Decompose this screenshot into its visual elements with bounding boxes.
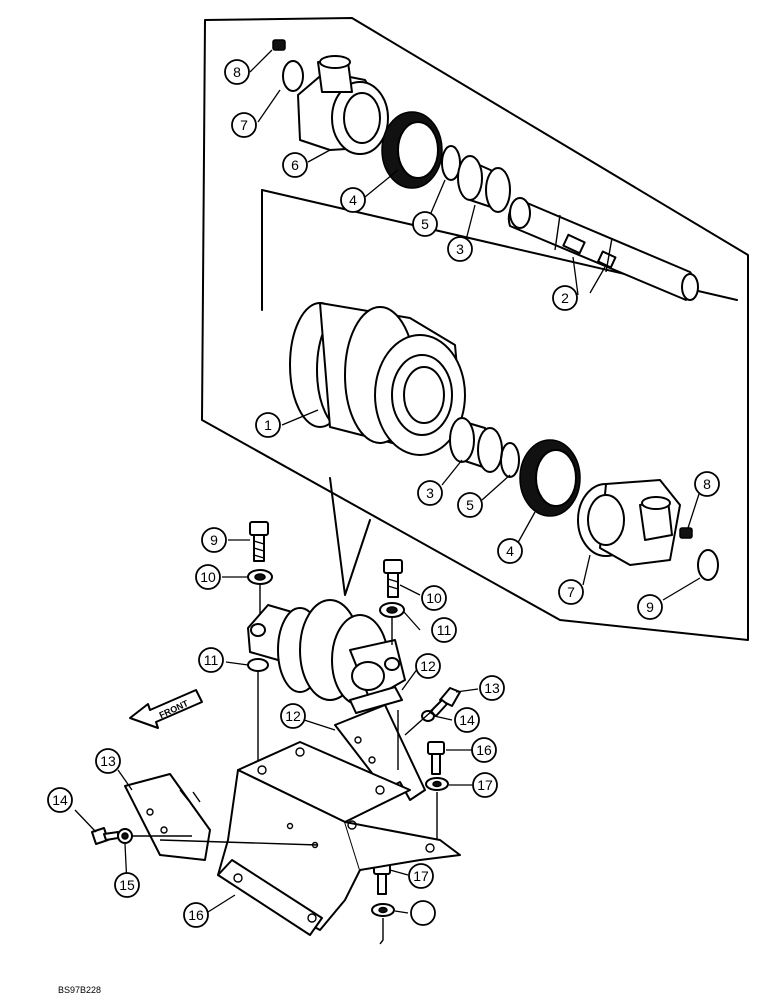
callout-3-upper: 3: [447, 236, 473, 262]
svg-text:5: 5: [421, 216, 429, 232]
callout-8-upper: 8: [224, 59, 250, 85]
svg-text:3: 3: [456, 241, 464, 257]
washer-14-left: [117, 828, 133, 844]
washer-right-10: [379, 602, 405, 618]
roller-exploded: [289, 302, 466, 456]
callout-11-left: 11: [198, 647, 224, 673]
svg-text:7: 7: [567, 584, 575, 600]
callout-14-left: 15: [114, 872, 140, 898]
svg-text:12: 12: [420, 658, 436, 674]
callout-10-left: 10: [195, 564, 221, 590]
mounting-bracket-15: [217, 741, 461, 936]
svg-text:3: 3: [426, 485, 434, 501]
bolt-16-upper: [427, 741, 445, 775]
svg-text:14: 14: [459, 712, 475, 728]
callout-4-upper: 4: [340, 187, 366, 213]
lower-snap-ring: [697, 549, 719, 581]
svg-text:10: 10: [200, 569, 216, 585]
svg-text:2: 2: [561, 290, 569, 306]
svg-text:9: 9: [210, 532, 218, 548]
washer-14-right: [421, 710, 435, 722]
lower-plug: [679, 527, 693, 539]
leader-lines: [74, 49, 701, 914]
washer-left-11: [247, 658, 269, 672]
guard-plate-12-left: [124, 773, 211, 861]
svg-text:4: 4: [506, 543, 514, 559]
svg-text:16: 16: [188, 907, 204, 923]
bolt-13-right: [429, 687, 461, 717]
callout-4-lower: 4: [497, 538, 523, 564]
callout-13-left: 14: [47, 787, 73, 813]
bolt-right-9: [383, 559, 403, 598]
washer-left-10: [247, 569, 273, 585]
lower-bushing: [449, 417, 503, 473]
front-direction-arrow: FRONT: [129, 689, 203, 729]
lower-seal: [519, 439, 581, 517]
assembly-lines: [132, 585, 438, 945]
upper-end-bracket: [297, 55, 389, 155]
svg-text:5: 5: [466, 497, 474, 513]
svg-text:8: 8: [703, 476, 711, 492]
callout-5-lower: 5: [457, 492, 483, 518]
washer-17-lower: [371, 903, 395, 917]
callout-7-upper: 6: [282, 152, 308, 178]
svg-text:11: 11: [437, 622, 452, 638]
svg-text:15: 15: [119, 877, 135, 893]
upper-bushing: [457, 155, 511, 213]
svg-text:16: 16: [476, 742, 492, 758]
upper-snap-ring: [282, 60, 304, 92]
callout-14-right: 14: [454, 707, 480, 733]
callout-13-right: 13: [479, 675, 505, 701]
callout-9-right: 10: [421, 585, 447, 611]
washer-17-upper: [425, 777, 449, 791]
callout-17-upper: 17: [472, 772, 498, 798]
bolt-13-left: [91, 827, 119, 845]
svg-text:17: 17: [413, 868, 429, 884]
shaft: [507, 197, 699, 301]
svg-text:17: 17: [477, 777, 493, 793]
callout-16-lower: 17: [408, 863, 434, 889]
callout-2: 2: [552, 285, 578, 311]
callout-8-lower: 8: [694, 471, 720, 497]
callout-1: 1: [255, 412, 281, 438]
bolt-left-9: [249, 521, 269, 562]
svg-text:8: 8: [233, 64, 241, 80]
figure-id: BS97B228: [58, 985, 101, 995]
callout-5-upper: 5: [412, 211, 438, 237]
lower-o-ring: [500, 442, 520, 478]
plate-11: [349, 686, 403, 714]
callout-16-upper: 16: [471, 737, 497, 763]
svg-text:13: 13: [484, 680, 500, 696]
lower-end-bracket: [577, 479, 681, 566]
callout-12-right: 12: [280, 703, 306, 729]
callout-6-upper: 7: [231, 112, 257, 138]
svg-text:13: 13: [100, 753, 116, 769]
svg-text:14: 14: [52, 792, 68, 808]
callout-3-lower: 3: [417, 480, 443, 506]
callout-6-lower: 9: [637, 594, 663, 620]
svg-text:12: 12: [285, 708, 301, 724]
svg-text:1: 1: [264, 417, 272, 433]
callout-15: 16: [183, 902, 209, 928]
callout-11-right: 12: [415, 653, 441, 679]
upper-o-ring: [441, 145, 461, 181]
callout-12-left: 13: [95, 748, 121, 774]
callout-10-right: 11: [431, 617, 457, 643]
svg-text:11: 11: [204, 652, 219, 668]
svg-text:4: 4: [349, 192, 357, 208]
svg-text:9: 9: [646, 599, 654, 615]
callout-9-left: 9: [201, 527, 227, 553]
roller-installed: [247, 599, 406, 706]
svg-text:6: 6: [291, 157, 299, 173]
svg-text:10: 10: [426, 590, 442, 606]
upper-seal: [381, 111, 443, 189]
callout-17-lower: [410, 900, 436, 926]
svg-text:7: 7: [240, 117, 248, 133]
upper-plug: [272, 39, 286, 51]
callouts: 8 7 6 4 5 3 2 1 3 5 4 7 8 9 9 10 10 11 1…: [47, 59, 720, 928]
callout-7-lower: 7: [558, 579, 584, 605]
